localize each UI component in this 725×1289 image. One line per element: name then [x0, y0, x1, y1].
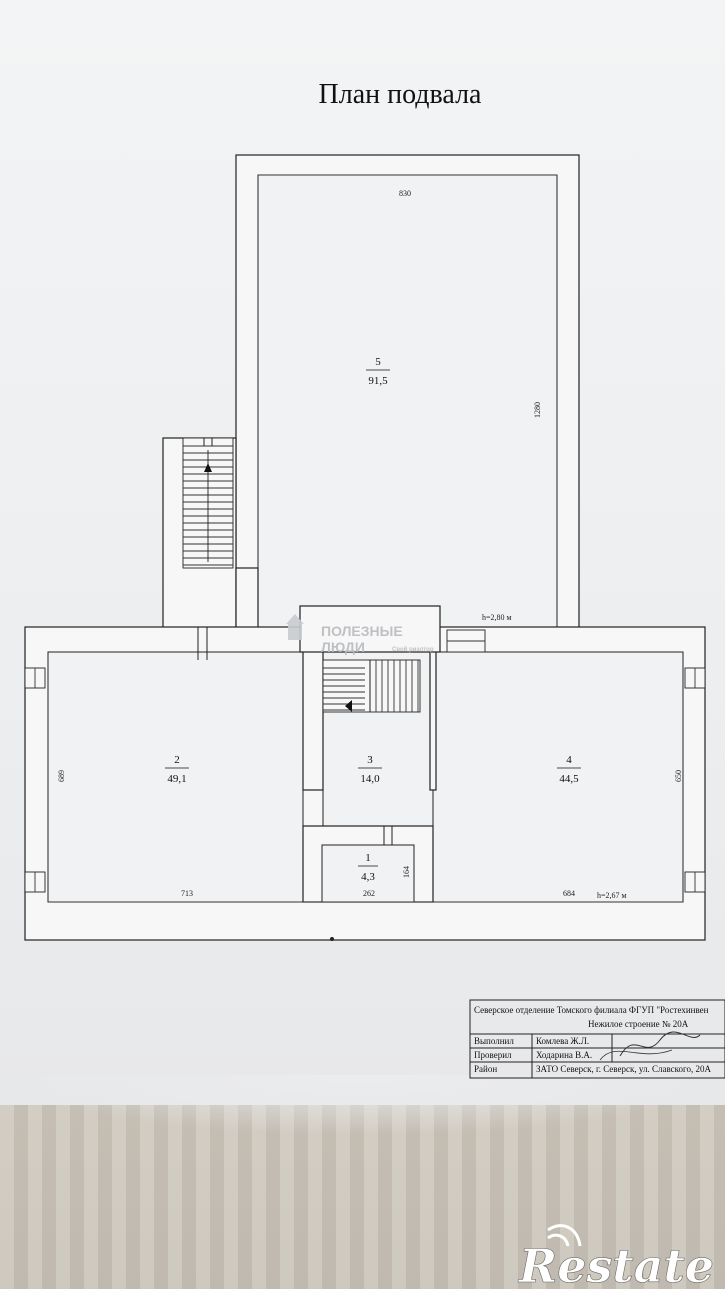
dim-bottom-mid: 262 [363, 889, 375, 898]
room-1-number: 1 [365, 852, 371, 864]
dim-room4-height: 650 [674, 770, 683, 782]
restate-brand-text: Restate [517, 1239, 714, 1289]
room-labels: 5 91,5 2 49,1 3 14,0 4 44,5 1 4,3 [165, 356, 581, 883]
lower-block [24, 605, 706, 941]
building-name: Нежилое строение № 20А [588, 1019, 689, 1029]
dim-room1-side: 164 [402, 866, 411, 878]
height-upper: h=2,80 м [482, 613, 512, 622]
room-5-block [235, 154, 580, 631]
watermark-line2: ЛЮДИ [321, 639, 365, 655]
org-name: Северское отделение Томского филиала ФГУ… [474, 1005, 709, 1015]
room-2-number: 2 [174, 754, 180, 766]
room-2 [47, 651, 304, 903]
plan-title: План подвала [319, 79, 483, 110]
row-2-value: Ходарина В.А. [536, 1050, 592, 1060]
row-3-label: Район [474, 1064, 497, 1074]
title-block: Северское отделение Томского филиала ФГУ… [469, 999, 725, 1079]
restate-logo: Restate [517, 1224, 714, 1289]
room-4-area: 44,5 [559, 773, 579, 785]
room-1-area: 4,3 [361, 871, 375, 883]
room-5-area: 91,5 [368, 375, 388, 387]
watermark-small: Свой риэлтор [392, 646, 434, 653]
dimensions: 830 1280 689 650 713 262 684 164 h=2,80 … [57, 189, 683, 900]
room-4 [432, 651, 684, 903]
core-stair-arrow-icon [345, 700, 352, 712]
stair-annex [162, 437, 259, 631]
room-3-area: 14,0 [360, 773, 380, 785]
dim-top-width: 830 [399, 189, 411, 198]
stair-arrow-icon [204, 463, 212, 472]
restate-arc-icon [547, 1233, 570, 1247]
room-2-area: 49,1 [167, 773, 186, 785]
row-2-label: Проверил [474, 1050, 512, 1060]
watermark-house-icon [288, 622, 302, 640]
dim-room5-height: 1280 [533, 402, 542, 418]
row-1-label: Выполнил [474, 1036, 514, 1046]
room-1 [321, 844, 415, 903]
row-1-value: Комлева Ж.Л. [536, 1036, 589, 1046]
room-3-number: 3 [367, 754, 373, 766]
dim-room2-height: 689 [57, 770, 66, 782]
dot-mark [330, 937, 334, 941]
watermark-logo: ПОЛЕЗНЫЕ ЛЮДИ Свой риэлтор [286, 614, 434, 655]
row-3-value: ЗАТО Северск, г. Северск, ул. Славского,… [536, 1064, 712, 1074]
watermark-line1: ПОЛЕЗНЫЕ [321, 623, 403, 639]
room-4-number: 4 [566, 754, 572, 766]
room-5-number: 5 [375, 356, 381, 368]
height-lower: h=2,67 м [597, 891, 627, 900]
dim-bottom-right: 684 [563, 889, 575, 898]
dim-bottom-left: 713 [181, 889, 193, 898]
room-5-interior [257, 174, 558, 631]
signature-mark [619, 1031, 701, 1057]
